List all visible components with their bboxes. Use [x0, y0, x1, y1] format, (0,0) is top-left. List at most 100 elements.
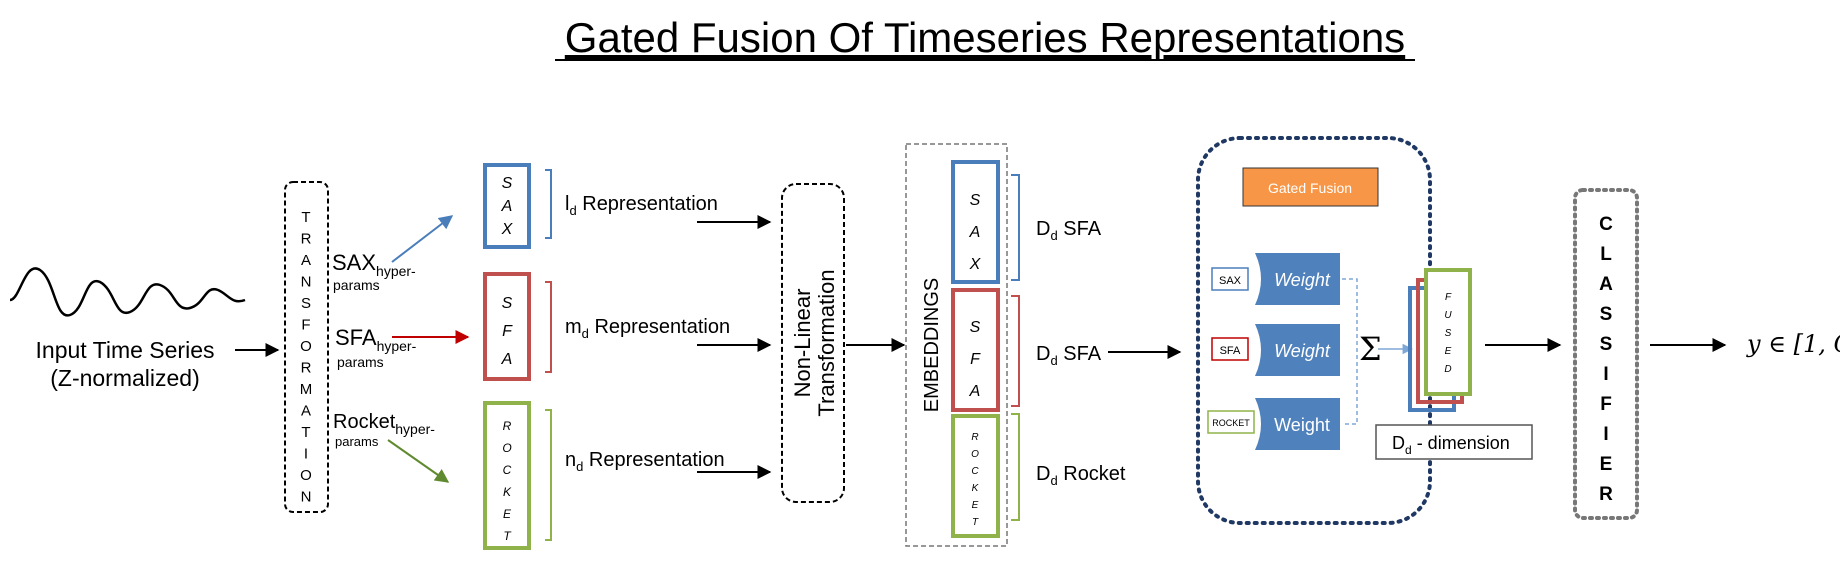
sax-embed-letters-char: A	[969, 224, 981, 241]
transformation-letters-char: A	[301, 252, 311, 269]
sfa-hyperparams-label: SFAhyper-	[335, 325, 417, 354]
rocket-repr-sub: d	[576, 459, 583, 474]
rocket-repr-letters-char: R	[503, 419, 512, 433]
sax-embed-letters-char: X	[969, 256, 982, 273]
sax-embedding-box	[951, 160, 1000, 284]
rocket-hyperparams-label: Rockethyper-	[333, 411, 435, 437]
dimension-label: Dd - dimension	[1392, 433, 1510, 457]
transformation-letters-char: S	[301, 295, 311, 312]
weight-label-rocket: Weight	[1274, 415, 1330, 435]
sax-embed-letters-char: S	[970, 192, 981, 209]
rocket-embed-letters-char: T	[972, 517, 979, 528]
transformation-letters-char: O	[300, 338, 312, 355]
rocket-embed-letters-char: R	[971, 432, 978, 443]
rocket-embed-letters-char: K	[972, 483, 980, 494]
dimension-main: D	[1392, 433, 1405, 453]
input-label-line1: Input Time Series	[36, 337, 215, 363]
sax-embed-label: Dd SFA	[1036, 218, 1102, 243]
rocket-repr-letters-char: K	[503, 485, 512, 499]
gated-tag-sfa-label: SFA	[1220, 345, 1241, 357]
rocket-embed-letters-char: C	[971, 466, 979, 477]
rocket-bracket	[545, 409, 552, 541]
transformation-letters-char: M	[300, 381, 313, 398]
weight-shape-sfa	[1255, 324, 1340, 376]
dimension-sub: d	[1405, 443, 1412, 457]
gated-tag-sfa	[1211, 337, 1249, 361]
sfa-embed-letters-char: F	[970, 351, 981, 368]
transformation-letters-char: T	[301, 424, 310, 441]
transformation-letters-char: N	[301, 489, 312, 506]
sfa-embed-label: Dd SFA	[1036, 343, 1102, 368]
sigma-symbol: Σ	[1359, 330, 1382, 368]
transformation-box	[284, 181, 329, 513]
rocket-embed-bracket	[1011, 413, 1020, 521]
diagram-title: Gated Fusion Of Timeseries Representatio…	[565, 14, 1405, 61]
sfa-embed-rest: SFA	[1058, 343, 1102, 365]
sfa-hyper-main: SFA	[335, 325, 377, 350]
sax-repr-letters-char: X	[501, 221, 514, 238]
gated-fusion-frame	[1196, 136, 1432, 525]
rocket-representation-label: nd Representation	[565, 449, 725, 474]
sax-hyperparams-sub2: params	[333, 277, 380, 293]
classifier-letters-char: A	[1599, 274, 1613, 295]
sax-repr-rest: Representation	[577, 193, 718, 215]
transformation-letters-char: T	[301, 209, 310, 226]
sfa-repr-letters-char: A	[501, 351, 513, 368]
sax-representation-label: ld Representation	[565, 193, 718, 218]
sax-embed-rest: SFA	[1058, 218, 1102, 240]
sfa-representation-label: md Representation	[565, 316, 730, 341]
rocket-hyper-main: Rocket	[333, 411, 396, 433]
sfa-embed-letters: SFA	[969, 319, 981, 400]
nonlinear-label-line2: Transformation	[814, 269, 839, 416]
rocket-repr-box	[483, 401, 531, 550]
classifier-box	[1573, 188, 1639, 520]
weights-dashed-connector	[1342, 278, 1358, 425]
sax-embed-main: D	[1036, 218, 1050, 240]
output-label: y ∈ [1, C]	[1746, 330, 1840, 358]
rocket-repr-main: n	[565, 449, 576, 471]
sax-bracket	[545, 169, 552, 239]
gated-tag-rocket-label: ROCKET	[1212, 418, 1250, 428]
rocket-embed-letters-char: E	[972, 500, 979, 511]
sfa-embed-letters-char: S	[970, 319, 981, 336]
input-label-line2: (Z-normalized)	[50, 365, 200, 391]
sax-hyper-main: SAX	[332, 250, 376, 275]
gated-fusion-title: Gated Fusion	[1268, 180, 1352, 196]
sfa-embed-main: D	[1036, 343, 1050, 365]
rocket-embed-main: D	[1036, 463, 1050, 485]
rocket-embed-letters: ROCKET	[971, 432, 980, 528]
nonlinear-label-line1: Non-Linear	[790, 289, 815, 398]
transformation-letters-char: A	[301, 403, 311, 420]
sfa-repr-sub: d	[582, 326, 589, 341]
dimension-box	[1375, 424, 1533, 460]
sax-hyperparams-label: SAXhyper-	[332, 250, 416, 279]
sax-repr-letters-char: S	[502, 175, 513, 192]
rocket-repr-letters: ROCKET	[502, 419, 512, 543]
rocket-repr-letters-char: C	[503, 463, 512, 477]
gated-tag-rocket	[1207, 410, 1255, 434]
fused-letters-char: F	[1445, 292, 1452, 303]
sfa-bracket	[545, 281, 552, 373]
sax-repr-sub: d	[569, 203, 576, 218]
sfa-repr-box	[483, 272, 531, 381]
sax-repr-box	[483, 163, 531, 249]
sax-repr-letters: SAX	[501, 175, 514, 238]
rocket-repr-letters-char: E	[503, 507, 512, 521]
transformation-letters-char: I	[304, 446, 308, 463]
sfa-embed-letters-char: A	[969, 383, 981, 400]
gated-fusion-title-box	[1242, 167, 1379, 207]
rocket-embed-rest: Rocket	[1058, 463, 1126, 485]
sax-hyper-sub: hyper-	[376, 263, 416, 279]
classifier-letters-char: E	[1600, 454, 1613, 475]
rocket-embed-letters-char: O	[971, 449, 979, 460]
sax-repr-main: l	[565, 193, 569, 215]
sfa-embedding-box	[951, 288, 1000, 412]
sax-embed-sub: d	[1050, 228, 1057, 243]
sfa-repr-main: m	[565, 316, 582, 338]
rocket-repr-letters-char: T	[503, 529, 512, 543]
